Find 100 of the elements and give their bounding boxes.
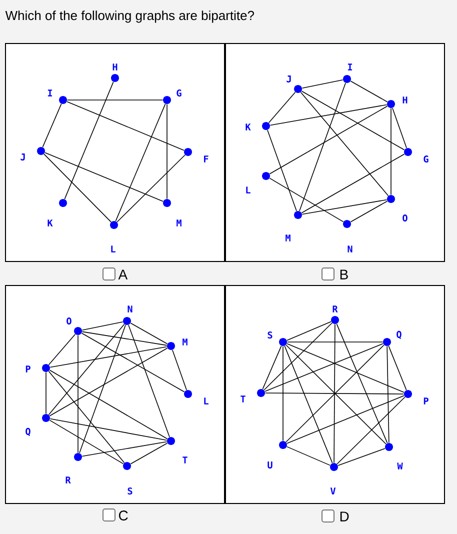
edge-line [48,334,76,366]
option-label: A [118,270,128,280]
vertex-label: Q [396,330,402,340]
vertex-label: N [348,246,352,252]
vertex-label: P [424,398,428,404]
vertex-dot [387,195,395,203]
edge-line [350,80,388,102]
vertex-dot [37,147,45,155]
edge-line [64,82,114,200]
vertex-label: O [402,214,408,222]
edge-line [49,348,168,416]
vertex-label: P [26,366,30,372]
edge-line [130,442,168,464]
edge-line [79,324,126,454]
vertex-dot [111,74,119,82]
edge-line [82,321,124,331]
vertex-label: G [424,155,428,163]
edge-line [48,324,125,416]
vertex-dot [123,462,131,470]
edge-line [302,199,388,215]
vertex-dot [294,85,302,93]
vertex-label: R [332,306,338,312]
vertex-dot [387,100,395,108]
vertex-dot [294,211,302,219]
edge-line [269,106,388,174]
edge-line [336,324,388,444]
edge-line [128,324,170,438]
edge-line [300,92,389,196]
edge-line [338,448,386,466]
vertex-dot [110,221,118,229]
vertex-dot [279,338,287,346]
edge-line [390,108,392,196]
edge-line [130,322,168,344]
edge-line [264,343,384,392]
edge-line [334,324,336,464]
vertex-label: I [348,64,352,70]
edge-line [81,332,185,392]
vertex-label: M [286,234,290,242]
vertex-dot [163,199,171,207]
vertex-label: R [66,476,71,484]
edge-line [50,418,168,441]
vertex-dot [385,443,393,451]
vertex-label: M [182,338,188,346]
vertex-label: S [268,331,272,339]
edge-line [49,370,168,440]
vertex-dot [262,122,270,130]
vertex-dot [59,96,67,104]
edge-line [49,420,124,464]
vertex-label: H [402,96,408,104]
vertex-label: Q [26,428,30,436]
edge-line [264,322,332,390]
vertex-label: W [397,462,403,470]
option-label: B [340,270,348,280]
vertex-label: L [204,398,208,404]
vertex-dot [257,389,265,397]
vertex-dot [42,364,50,372]
vertex-label: J [286,76,291,82]
vertex-dot [331,316,339,324]
vertex-label: T [182,456,188,464]
edge-line [350,200,388,222]
edge-line [392,108,407,148]
vertex-label: N [128,306,132,312]
edge-line [42,104,62,148]
vertex-label: T [240,396,246,402]
vertex-label: L [111,246,116,252]
vertex-label: S [128,487,132,495]
vertex-dot [262,172,270,180]
vertex-dot [404,148,412,156]
vertex-dot [42,414,50,422]
option-label: D [340,512,349,522]
vertex-label: L [246,186,250,194]
vertex-dot [383,338,391,346]
edge-line [166,104,168,200]
graph-panel [225,43,445,262]
edge-line [267,130,297,212]
vertex-dot [184,390,192,398]
vertex-label: I [48,90,52,96]
edge-line [388,346,407,390]
edge-line [66,101,184,151]
vertex-label: U [268,462,272,468]
vertex-dot [74,327,82,335]
edge-line [82,441,168,457]
vertex-label: F [204,156,208,162]
edge-line [286,321,332,341]
edge-line [172,350,187,390]
vertex-dot [74,453,82,461]
edge-line [282,346,284,442]
edge-line [270,104,388,126]
edge-line [284,346,333,464]
vertex-label: J [20,154,25,160]
vertex-dot [163,96,171,104]
vertex-dot [343,75,351,83]
edge-line [115,104,166,222]
vertex-label: H [112,64,118,70]
edge-line [286,343,404,393]
edge-line [269,178,344,222]
vertex-label: M [176,220,182,226]
edge-line [299,82,346,212]
vertex-dot [123,317,131,325]
graph-panel [5,285,225,504]
